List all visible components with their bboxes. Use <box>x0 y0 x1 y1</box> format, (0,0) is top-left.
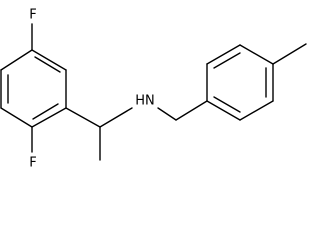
ring-b-bond-5 <box>239 100 274 121</box>
bond-n-to-ch2 <box>157 107 177 121</box>
ring-a-bond-1 <box>31 49 67 71</box>
ring-b-bond-2 <box>206 44 241 65</box>
amine-label: HN <box>135 94 155 109</box>
bond-ch2-to-ring <box>175 100 208 121</box>
molecule-structure: F F HN <box>0 8 307 171</box>
fluorine-bottom-label: F <box>29 156 36 171</box>
ring-a-bond-6 <box>0 49 33 71</box>
ring-b-double-1 <box>213 52 241 69</box>
ring-a-double-2 <box>32 103 59 120</box>
ring-a-bond-4 <box>0 107 33 128</box>
bond-ring-to-methyl <box>272 43 307 65</box>
methylphenyl-ring <box>206 44 274 121</box>
ring-b-double-3 <box>213 96 241 113</box>
ring-b-bond-3 <box>239 44 274 65</box>
ring-a-bond-3 <box>31 107 67 128</box>
fluorine-top-label: F <box>29 8 36 23</box>
ring-a-double-1 <box>34 56 61 73</box>
bond-ring-to-ch <box>65 107 101 128</box>
difluorophenyl-ring <box>0 49 67 128</box>
bond-ch-to-n <box>99 107 133 128</box>
ring-b-bond-6 <box>206 100 241 121</box>
